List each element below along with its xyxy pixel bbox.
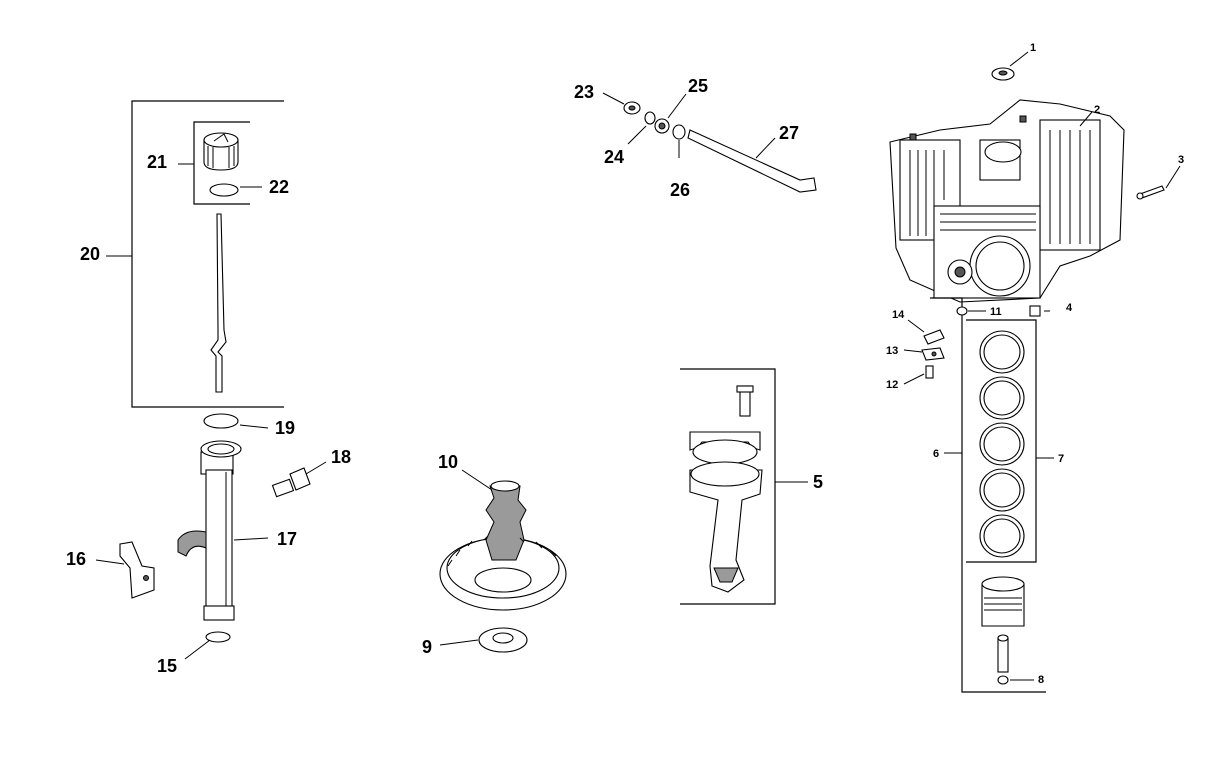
camshaft[interactable] xyxy=(439,480,567,611)
rod-bolt[interactable] xyxy=(736,385,754,417)
rod-cap[interactable] xyxy=(689,431,761,465)
callout-25: 25 xyxy=(688,76,708,96)
callout-19: 19 xyxy=(275,418,295,438)
tube-bolt[interactable] xyxy=(271,467,311,498)
callout-8: 8 xyxy=(1038,674,1044,686)
dipstick-cap[interactable] xyxy=(203,132,239,171)
cap-o-ring[interactable] xyxy=(209,183,239,197)
callout-13: 13 xyxy=(886,345,898,357)
callout-1: 1 xyxy=(1030,42,1036,54)
dipstick[interactable] xyxy=(210,213,227,393)
tube-o-ring-bottom[interactable] xyxy=(205,631,231,643)
callout-14: 14 xyxy=(892,309,905,321)
callout-15: 15 xyxy=(157,656,177,676)
callout-12: 12 xyxy=(886,379,898,391)
part-14[interactable] xyxy=(923,329,945,345)
piston-pin[interactable] xyxy=(997,634,1009,673)
ring-24[interactable] xyxy=(644,111,656,125)
callout-20: 20 xyxy=(80,244,100,264)
tube-o-ring-top[interactable] xyxy=(203,413,239,429)
plug-11[interactable] xyxy=(956,306,968,316)
retainer-8[interactable] xyxy=(997,675,1009,685)
ferrule-25[interactable] xyxy=(654,118,670,134)
callout-11: 11 xyxy=(990,306,1002,318)
piston-group-bracket xyxy=(930,297,1046,693)
ring-set-bracket xyxy=(966,319,1054,563)
dipstick-group-bracket xyxy=(106,100,284,408)
tube-bracket[interactable] xyxy=(119,541,155,599)
callout-16: 16 xyxy=(66,549,86,569)
connecting-rod-group-bracket xyxy=(680,368,808,605)
washer-23[interactable] xyxy=(623,101,641,115)
connecting-rod[interactable] xyxy=(689,461,763,593)
callout-3: 3 xyxy=(1178,154,1184,166)
oil-line-27[interactable] xyxy=(687,129,817,193)
plug-4[interactable] xyxy=(1029,305,1041,317)
ring-26[interactable] xyxy=(672,124,686,140)
piston[interactable] xyxy=(981,576,1025,627)
crankcase[interactable] xyxy=(889,99,1125,303)
callout-2: 2 xyxy=(1094,104,1100,116)
callout-4: 4 xyxy=(1066,302,1073,314)
bolt-3[interactable] xyxy=(1136,185,1165,200)
callout-18: 18 xyxy=(331,447,351,467)
callout-21: 21 xyxy=(147,152,167,172)
cap-group-bracket xyxy=(193,121,250,205)
callout-9: 9 xyxy=(422,637,432,657)
callout-22: 22 xyxy=(269,177,289,197)
callout-23: 23 xyxy=(574,82,594,102)
callout-24: 24 xyxy=(604,147,624,167)
callout-10: 10 xyxy=(438,452,458,472)
dipstick-tube[interactable] xyxy=(177,440,242,621)
callout-5: 5 xyxy=(813,472,823,492)
callout-17: 17 xyxy=(277,529,297,549)
callout-7: 7 xyxy=(1058,453,1064,465)
callout-27: 27 xyxy=(779,123,799,143)
part-13[interactable] xyxy=(921,347,945,361)
part-12[interactable] xyxy=(925,365,934,379)
seal-1[interactable] xyxy=(991,67,1015,81)
piston-rings[interactable] xyxy=(979,330,1025,558)
callout-26: 26 xyxy=(670,180,690,200)
callout-6: 6 xyxy=(933,448,939,460)
camshaft-washer[interactable] xyxy=(478,627,528,653)
